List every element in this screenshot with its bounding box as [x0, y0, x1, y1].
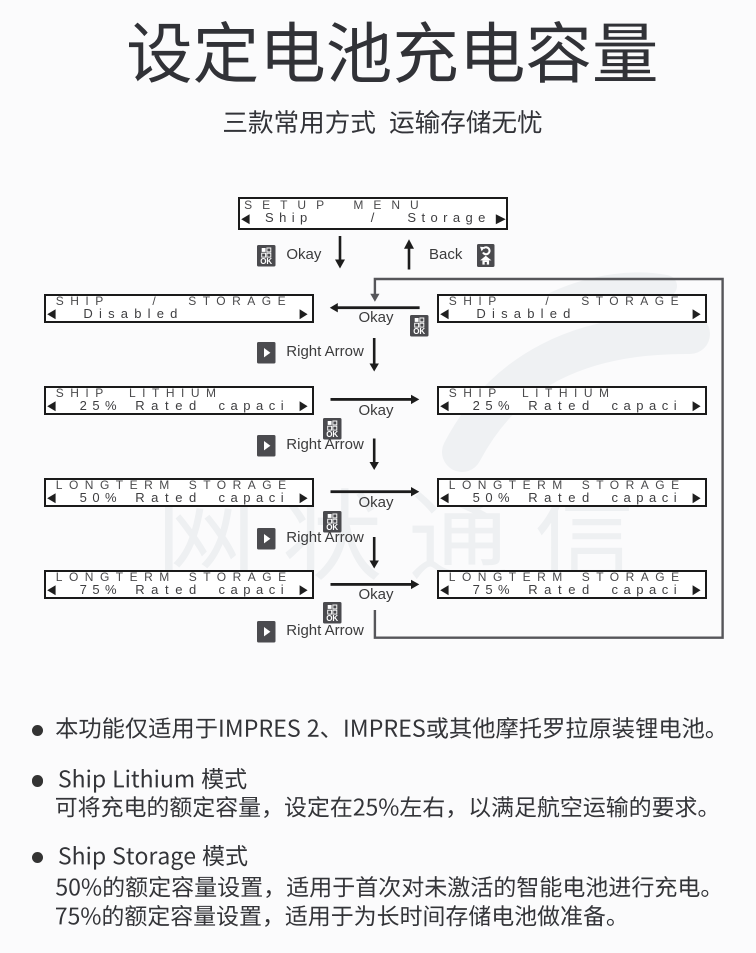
svg-text:OK: OK — [260, 257, 272, 266]
svg-text:OK: OK — [326, 523, 338, 532]
svg-text:OK: OK — [326, 430, 338, 439]
svg-text:OK: OK — [413, 327, 425, 336]
svg-text:OK: OK — [326, 614, 338, 623]
